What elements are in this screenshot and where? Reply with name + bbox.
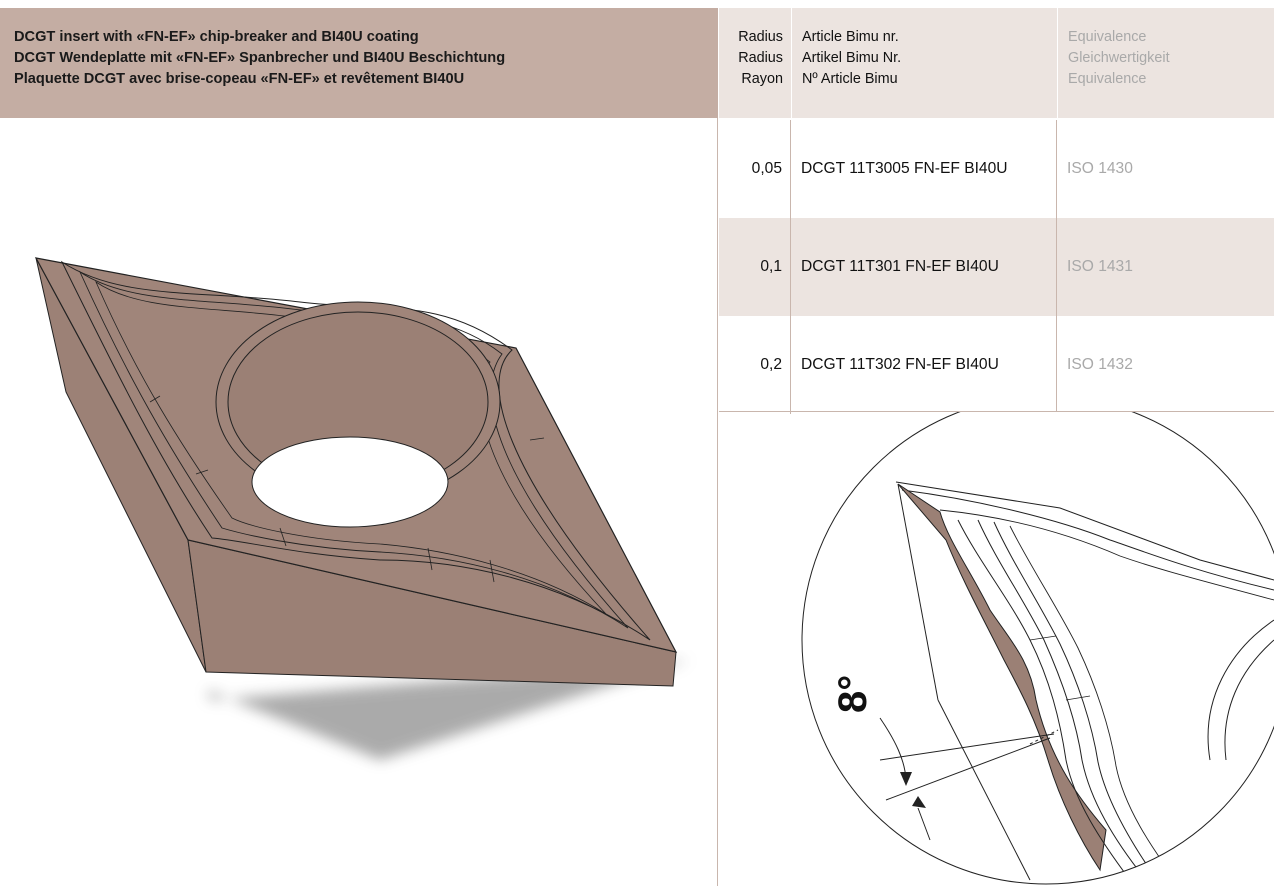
article-header-en: Article Bimu nr. — [802, 29, 899, 45]
column-header-article: Article Bimu nr. Artikel Bimu Nr. Nº Art… — [791, 8, 1057, 118]
table-row: 0,1 DCGT 11T301 FN-EF BI40U ISO 1431 — [719, 218, 1274, 316]
detail-groove-4 — [1009, 525, 1181, 884]
angle-arrowhead-lower — [912, 796, 926, 808]
title-english: DCGT insert with «FN-EF» chip-breaker an… — [14, 29, 419, 45]
detail-tick — [1029, 635, 1057, 641]
angle-arrow-lower — [917, 807, 931, 841]
article-header-fr: Nº Article Bimu — [802, 71, 898, 87]
groove-tick — [529, 437, 545, 441]
product-title: DCGT insert with «FN-EF» chip-breaker an… — [0, 8, 718, 118]
angle-line-1 — [879, 733, 1055, 761]
equivalence-header-en: Equivalence — [1068, 29, 1147, 45]
table-row: 0,2 DCGT 11T302 FN-EF BI40U ISO 1432 — [719, 316, 1274, 414]
groove-tick — [489, 559, 495, 583]
cell-equivalence: ISO 1430 — [1067, 160, 1133, 177]
radius-header-en: Radius — [738, 29, 783, 45]
title-german: DCGT Wendeplatte mit «FN-EF» Spanbrecher… — [14, 50, 506, 66]
groove-tick — [195, 469, 209, 475]
detail-relief-line — [897, 483, 939, 701]
table-row: 0,05 DCGT 11T3005 FN-EF BI40U ISO 1430 — [719, 120, 1274, 218]
angle-arrowhead-upper — [900, 772, 912, 786]
column-header-radius: Radius Radius Rayon — [718, 8, 791, 118]
detail-circle — [801, 412, 1274, 885]
angle-dash — [1029, 729, 1059, 745]
edge-detail-diagram: 8° — [801, 412, 1274, 885]
cell-radius: 0,2 — [719, 316, 791, 414]
cell-equivalence: ISO 1431 — [1067, 258, 1133, 275]
article-header-de: Artikel Bimu Nr. — [802, 50, 902, 66]
insert-hole-bore — [251, 436, 449, 528]
cell-article: DCGT 11T301 FN-EF BI40U — [791, 218, 1057, 316]
chipbreaker-groove-inner — [78, 270, 629, 629]
detail-groove-1 — [957, 519, 1131, 881]
cell-equivalence: ISO 1432 — [1067, 356, 1133, 373]
cell-article: DCGT 11T302 FN-EF BI40U — [791, 316, 1057, 414]
angle-line-2 — [885, 737, 1051, 801]
equivalence-header-fr: Equivalence — [1068, 71, 1147, 87]
insert-illustration-area — [0, 118, 718, 886]
title-french: Plaquette DCGT avec brise-copeau «FN-EF»… — [14, 71, 465, 87]
equivalence-header-de: Gleichwertigkeit — [1068, 50, 1170, 66]
detail-top-edge-3 — [939, 509, 1274, 601]
groove-tick — [149, 395, 161, 403]
groove-tick — [427, 547, 433, 571]
cell-radius: 0,05 — [719, 120, 791, 218]
angle-label: 8° — [831, 675, 875, 713]
cell-radius: 0,1 — [719, 218, 791, 316]
detail-edge-band — [897, 483, 1107, 872]
detail-hole-arc-2 — [1224, 639, 1274, 761]
chipbreaker-groove — [60, 260, 651, 641]
detail-groove-3 — [993, 521, 1161, 884]
insert-shadow — [208, 660, 690, 760]
column-header-equivalence: Equivalence Gleichwertigkeit Equivalence — [1057, 8, 1274, 118]
detail-top-edge-2 — [901, 489, 1274, 591]
groove-tick — [279, 527, 287, 547]
detail-hole-arc — [1207, 619, 1274, 761]
detail-tick — [1065, 695, 1091, 701]
radius-header-de: Radius — [738, 50, 783, 66]
detail-top-edge — [895, 481, 1274, 581]
radius-header-fr: Rayon — [741, 71, 783, 87]
detail-relief-line-2 — [937, 699, 1031, 881]
insert-illustration — [34, 257, 690, 760]
cell-article: DCGT 11T3005 FN-EF BI40U — [791, 120, 1057, 218]
